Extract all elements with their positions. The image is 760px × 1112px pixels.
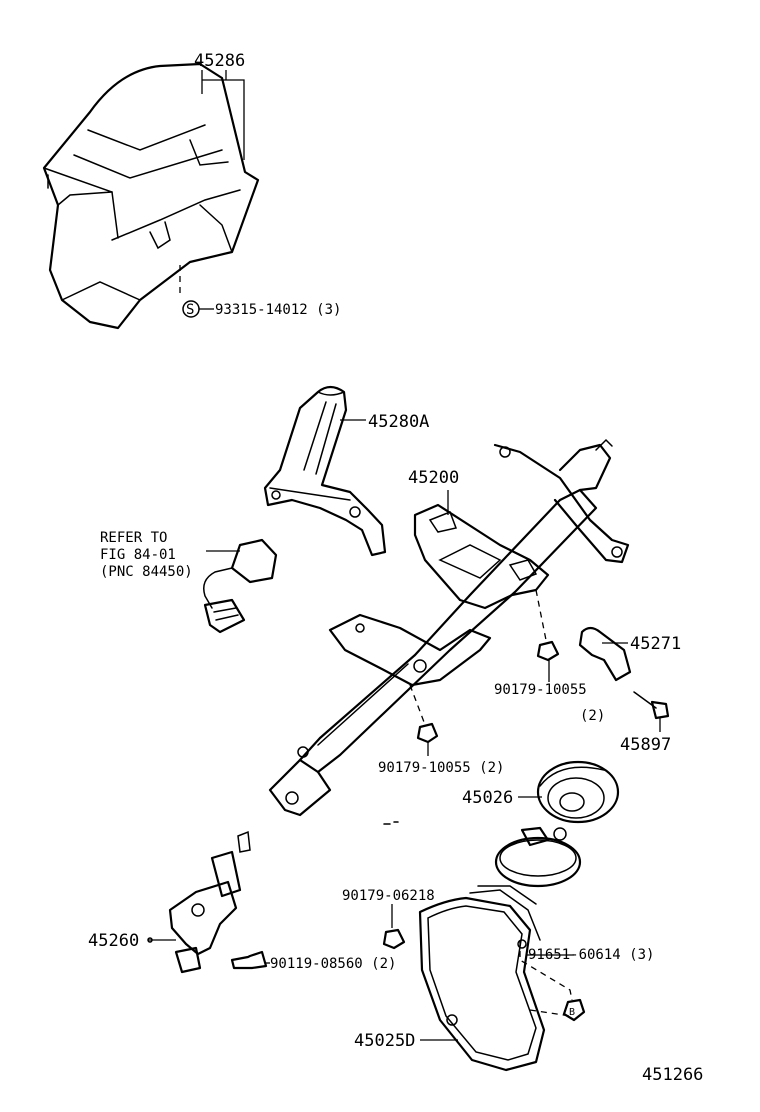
bolt-shaft-label: 90119-08560 (2) (270, 956, 396, 972)
column-cover-label: 45286 (194, 51, 245, 71)
refer-line1: REFER TO (100, 530, 167, 546)
column-cover-drawing (42, 62, 260, 330)
nut-right-label: 90179-10055 (494, 682, 587, 698)
refer-line2: FIG 84-01 (100, 547, 176, 563)
nut-right-drawing (536, 640, 560, 662)
column-assy-label: 45200 (408, 468, 459, 488)
nut-right-dash (535, 589, 547, 641)
diagram-id: 451266 (642, 1065, 703, 1085)
boot-label: 45025D (354, 1031, 415, 1051)
hole-cover-label: 45026 (462, 788, 513, 808)
bolt-shaft-drawing (230, 950, 268, 970)
clip-symbol-hex (562, 998, 586, 1022)
clamp-drawing (494, 826, 582, 888)
key-cylinder-drawing (203, 538, 278, 634)
nut-small-drawing (382, 928, 406, 950)
shaft-label: 45260 (88, 931, 139, 951)
bracket-drawing (578, 626, 632, 682)
screw-symbol: S (186, 302, 194, 318)
nut-right-qty: (2) (580, 708, 605, 724)
nut-left-drawing (416, 722, 439, 744)
tilt-lever-drawing (263, 385, 387, 557)
nut-left-label: 90179-10055 (2) (378, 760, 504, 776)
intermediate-shaft-drawing (168, 830, 251, 974)
cover-screw-label: 93315-14012 (3) (215, 302, 341, 318)
nut-left-dash (409, 684, 425, 723)
nut-small-label: 90179-06218 (342, 888, 435, 904)
clip-label: 91651-60614 (3) (528, 947, 654, 963)
boot-drawing (418, 885, 546, 1072)
bolt-right-drawing (633, 691, 670, 720)
clip-symbol: B (569, 1007, 575, 1018)
tilt-lever-label: 45280A (368, 412, 429, 432)
clip-dash (519, 940, 573, 1017)
stray-mark (383, 821, 399, 825)
steering-column-drawing (268, 438, 630, 817)
bolt-right-label: 45897 (620, 735, 671, 755)
refer-line3: (PNC 84450) (100, 564, 193, 580)
hole-cover-drawing (536, 760, 620, 824)
bracket-label: 45271 (630, 634, 681, 654)
column-cover-leader (201, 70, 245, 160)
